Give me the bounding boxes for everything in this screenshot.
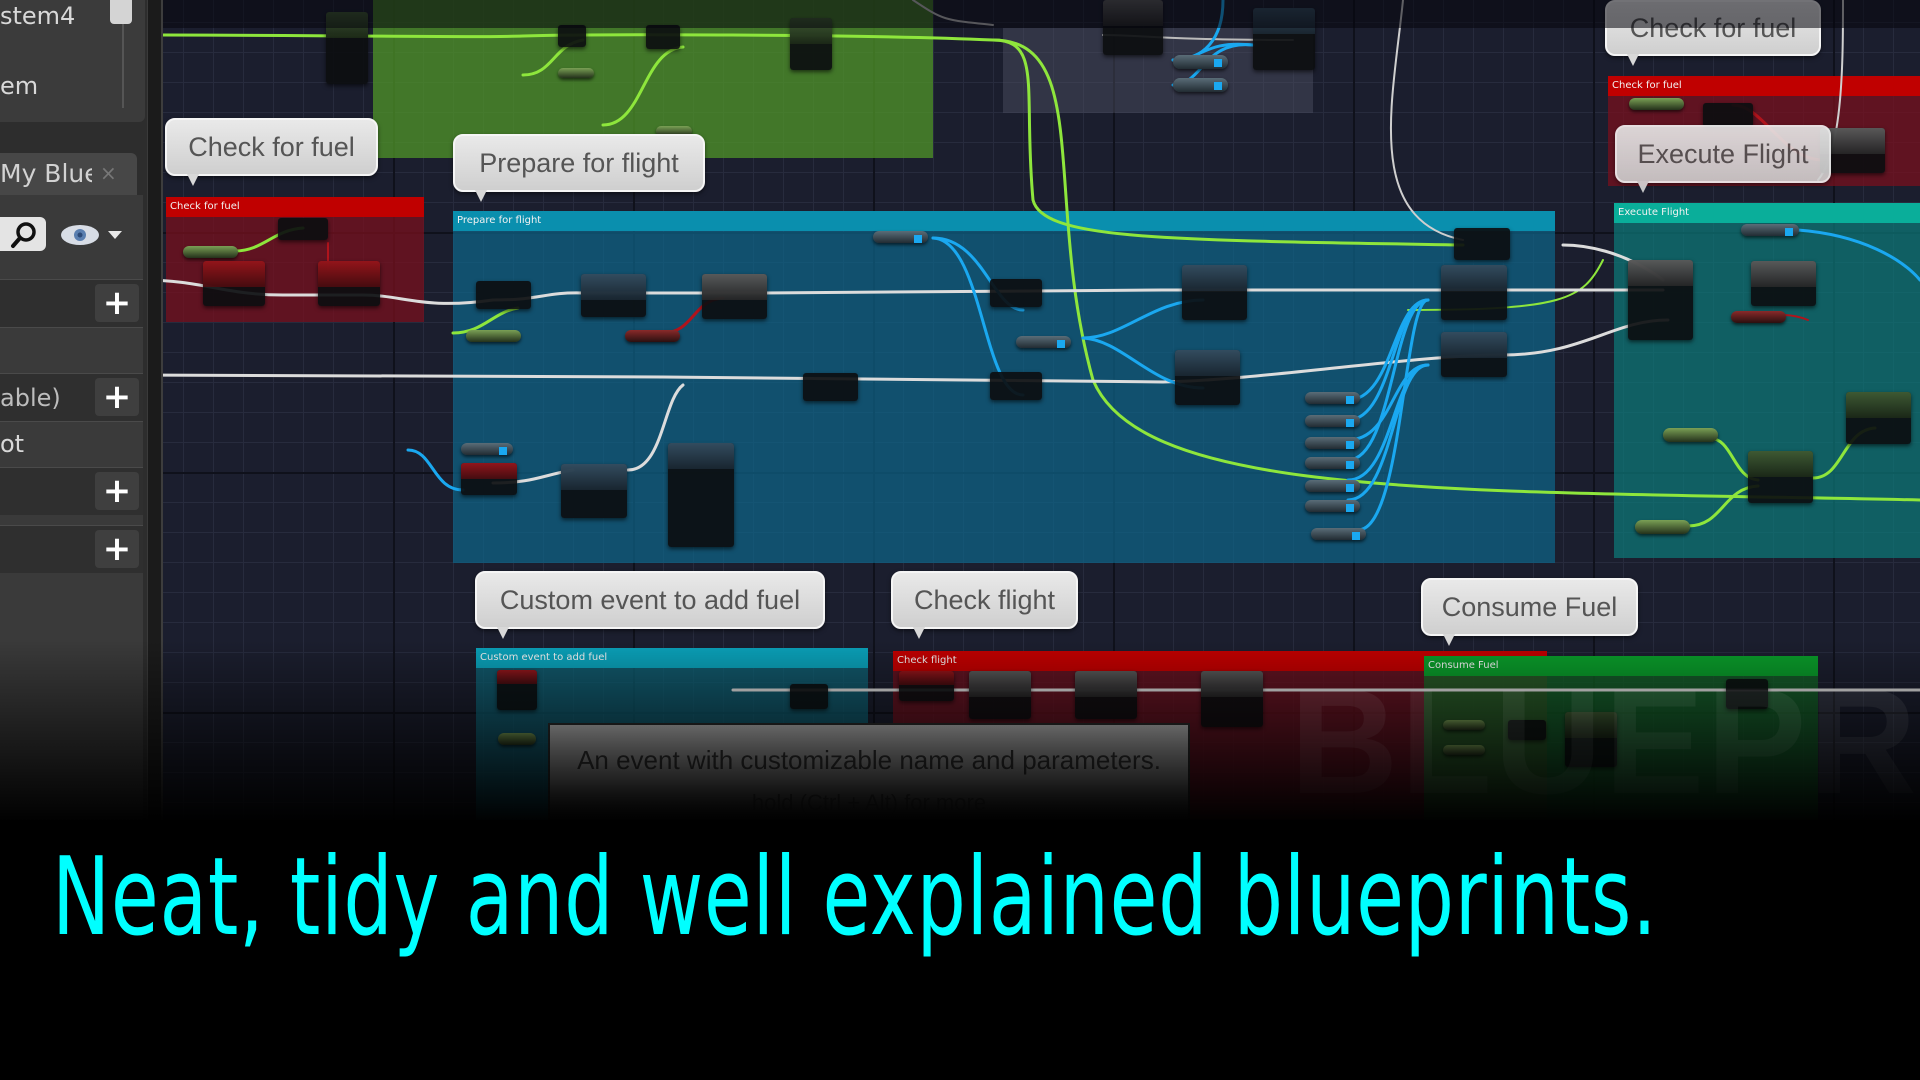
variable-node[interactable]	[1305, 392, 1360, 404]
branch-node[interactable]	[318, 261, 380, 306]
variable-node[interactable]	[1731, 311, 1786, 323]
function-node[interactable]	[668, 443, 734, 547]
sequence-node[interactable]	[990, 279, 1042, 307]
comment-bubble[interactable]: Prepare for flight	[453, 134, 705, 202]
function-node[interactable]	[561, 464, 627, 518]
function-node[interactable]	[1441, 332, 1507, 377]
variable-node[interactable]	[1305, 457, 1360, 469]
eye-icon[interactable]	[60, 223, 100, 247]
section-label: able)	[0, 384, 61, 412]
bottom-fade-overlay	[0, 640, 1920, 840]
function-node[interactable]	[1628, 260, 1693, 340]
comment-header: Prepare for flight	[453, 211, 1555, 231]
tab-label: My Blue|	[0, 159, 92, 188]
variable-node[interactable]	[466, 330, 521, 342]
sequence-node[interactable]	[990, 372, 1042, 400]
comment-bubble[interactable]: Check flight	[891, 571, 1078, 639]
add-button[interactable]: +	[95, 530, 139, 568]
section-macros[interactable]: +	[0, 467, 143, 515]
function-node[interactable]	[1441, 265, 1507, 320]
event-node[interactable]	[461, 463, 517, 495]
blueprint-node[interactable]	[646, 25, 680, 49]
variable-node[interactable]	[1173, 55, 1228, 69]
comment-bubble[interactable]: Custom event to add fuel	[475, 571, 825, 639]
section-item[interactable]: ot	[0, 421, 143, 467]
variable-node[interactable]	[656, 126, 692, 136]
promo-caption: Neat, tidy and well explained blueprints…	[52, 835, 1658, 960]
compare-node[interactable]	[278, 218, 328, 240]
section-item[interactable]	[0, 327, 143, 373]
components-panel: stem4 em	[0, 0, 145, 122]
variable-node[interactable]	[1305, 415, 1360, 427]
variable-node[interactable]	[1311, 528, 1366, 540]
variable-node[interactable]	[1305, 500, 1360, 512]
branch-node[interactable]	[203, 261, 265, 306]
toolbar-shadow	[163, 0, 1920, 28]
component-row[interactable]: stem4	[0, 2, 76, 30]
variable-node[interactable]	[1741, 224, 1799, 236]
search-button[interactable]	[0, 217, 46, 251]
add-button[interactable]: +	[95, 472, 139, 510]
function-node[interactable]	[702, 274, 767, 319]
function-node[interactable]	[581, 274, 646, 317]
function-node[interactable]	[1175, 350, 1240, 405]
comment-bubble[interactable]: Consume Fuel	[1421, 578, 1638, 646]
function-node[interactable]	[1182, 265, 1247, 320]
variable-node[interactable]	[873, 231, 928, 243]
sequence-node[interactable]	[476, 281, 531, 309]
close-icon[interactable]: ×	[100, 161, 117, 185]
variable-node[interactable]	[461, 443, 513, 455]
variable-node[interactable]	[183, 246, 238, 258]
scrollbar-track[interactable]	[122, 18, 124, 108]
caption-bar	[0, 820, 1920, 1080]
comment-header: Execute Flight	[1614, 203, 1920, 223]
variable-node[interactable]	[1173, 78, 1228, 92]
variable-node[interactable]	[1305, 480, 1360, 492]
section-variables[interactable]: +	[0, 525, 143, 573]
add-button[interactable]: +	[95, 378, 139, 416]
section-graphs[interactable]: +	[0, 279, 143, 327]
scrollbar-thumb[interactable]	[110, 0, 132, 24]
add-button[interactable]: +	[95, 284, 139, 322]
branch-node[interactable]	[1751, 261, 1816, 306]
variable-node[interactable]	[1016, 336, 1071, 348]
item-label: ot	[0, 430, 25, 458]
sequence-node[interactable]	[803, 373, 858, 401]
compare-node[interactable]	[1703, 103, 1753, 127]
chevron-down-icon[interactable]	[108, 231, 122, 239]
comment-bubble[interactable]: Execute Flight	[1615, 125, 1831, 193]
function-node[interactable]	[1748, 451, 1813, 503]
variable-node[interactable]	[625, 330, 680, 342]
section-functions[interactable]: able) +	[0, 373, 143, 421]
blueprint-node[interactable]	[558, 25, 586, 47]
variable-node[interactable]	[1663, 428, 1718, 442]
comment-header: Check for fuel	[166, 197, 424, 217]
variable-node[interactable]	[1635, 520, 1690, 534]
tab-my-blueprint[interactable]: My Blue| ×	[0, 153, 137, 195]
comment-bubble[interactable]: Check for fuel	[165, 118, 378, 186]
component-row[interactable]: em	[0, 72, 39, 100]
function-node[interactable]	[1846, 392, 1911, 444]
sequence-node[interactable]	[1454, 228, 1510, 260]
variable-node[interactable]	[1305, 437, 1360, 449]
variable-node[interactable]	[558, 68, 594, 78]
panel-splitter[interactable]	[147, 0, 163, 820]
variable-node[interactable]	[1629, 98, 1684, 110]
search-icon	[11, 222, 36, 248]
